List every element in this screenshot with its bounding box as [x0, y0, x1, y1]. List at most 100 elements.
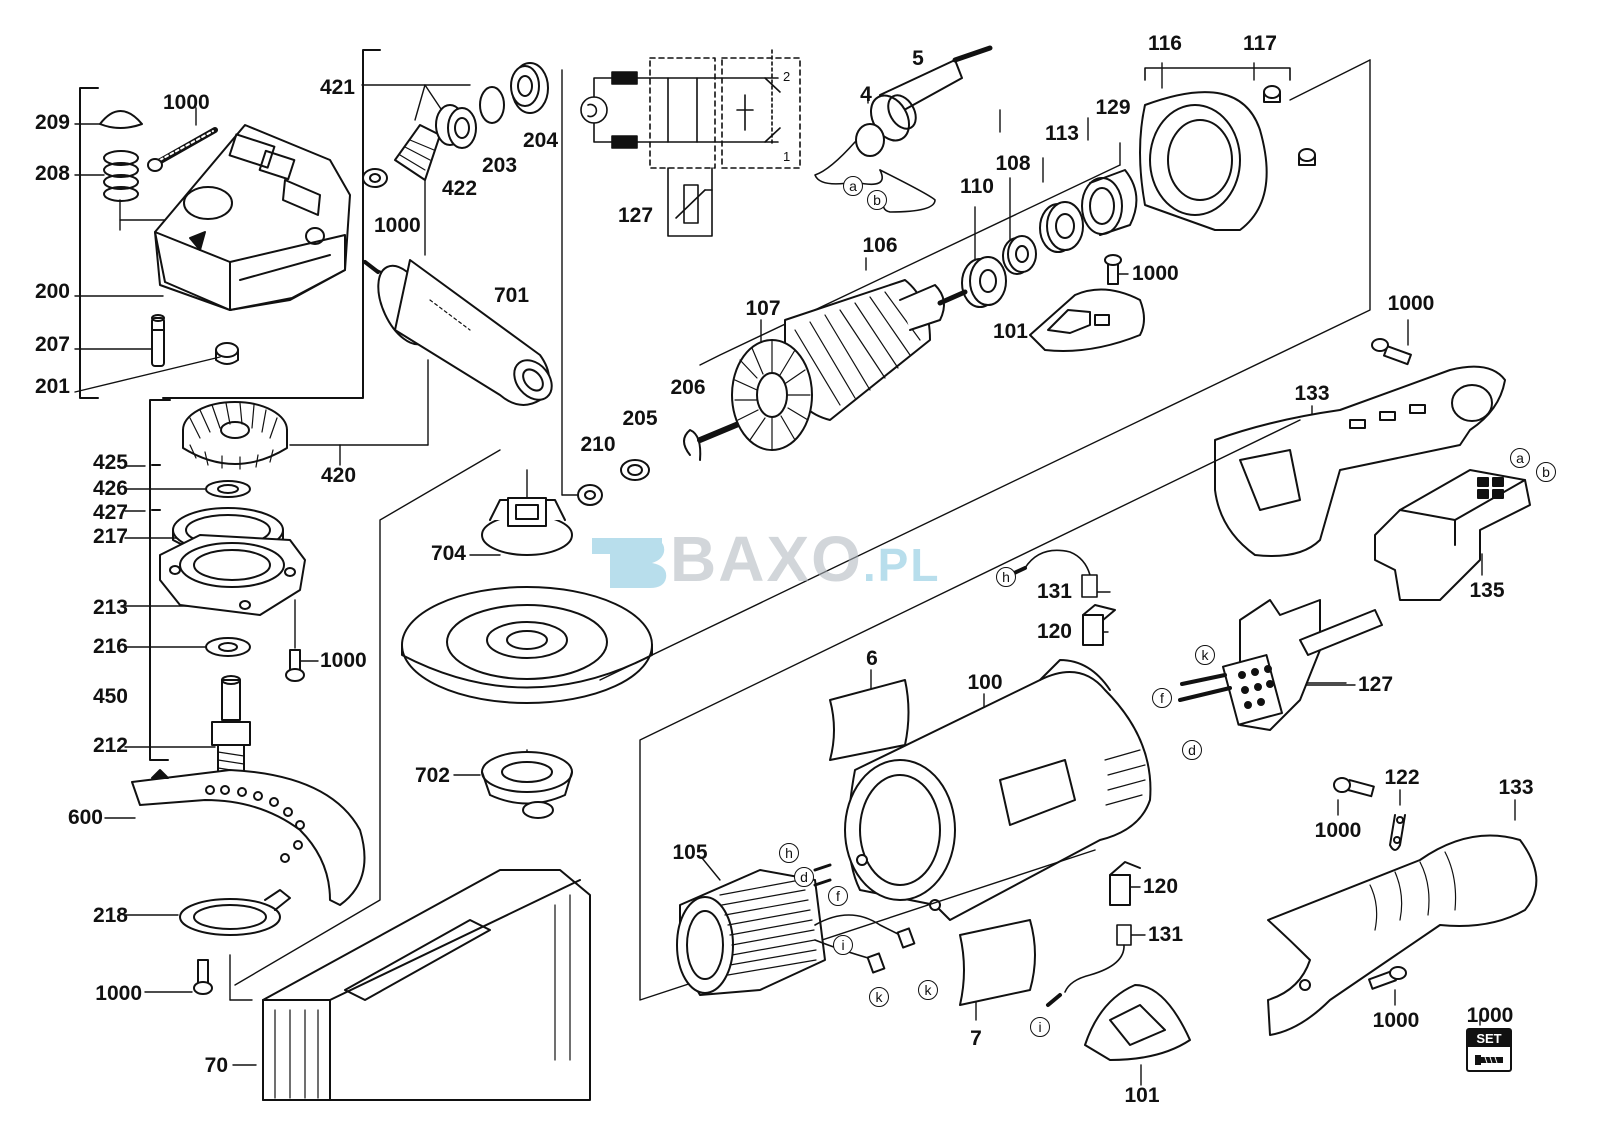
part-label: 213 [92, 596, 128, 619]
part-1000-screw-h [1368, 966, 1407, 990]
part-label: 206 [670, 376, 706, 399]
part-label: 209 [34, 111, 70, 134]
part-label: 200 [34, 280, 70, 303]
screw-set-icon [1475, 1055, 1503, 1065]
part-70-carry-case [262, 869, 591, 1101]
part-label: 212 [92, 734, 128, 757]
part-label: 106 [862, 234, 898, 257]
part-label: 133 [1294, 382, 1330, 405]
stator-bracket [639, 419, 1301, 1001]
part-127-brush-plate [1178, 599, 1383, 731]
wire-marker: a [843, 176, 863, 196]
part-label: 107 [745, 297, 781, 320]
part-label: 427 [92, 501, 128, 524]
part-label: 217 [92, 525, 128, 548]
motor-bracket [599, 59, 1371, 681]
part-label: 1000 [1372, 1009, 1420, 1032]
wire-marker: a [1510, 448, 1530, 468]
part-422-bearing [435, 104, 477, 149]
part-label: 704 [430, 542, 466, 565]
watermark: BAXO.PL [592, 522, 940, 596]
part-107-armature [697, 279, 968, 451]
part-label: 425 [92, 451, 128, 474]
part-1000-screw-f [1371, 338, 1412, 366]
part-420-bevel-gear [182, 401, 288, 470]
baxo-logo-icon [592, 538, 667, 588]
part-label: 1000 [163, 91, 210, 114]
part-5-cable-sleeve [870, 45, 993, 142]
part-label: 131 [1148, 923, 1184, 946]
part-label: 113 [1045, 122, 1079, 145]
part-1000-screw-e [1104, 254, 1122, 285]
part-100-motor-housing [844, 659, 1152, 921]
part-label: 210 [580, 433, 616, 456]
part-207-pin [151, 314, 165, 367]
set-badge-label: SET [1468, 1030, 1510, 1047]
part-label: 1000 [1132, 262, 1179, 285]
part-120-connector-a [1082, 604, 1116, 646]
part-label: 203 [482, 154, 518, 177]
part-110-bearing [961, 256, 1007, 308]
part-label: 133 [1498, 776, 1534, 799]
part-1000-screw-a [147, 127, 218, 172]
part-117-pins [1263, 85, 1316, 166]
part-1000-screw-g [1333, 777, 1375, 798]
part-206-circlip [683, 429, 702, 461]
part-4-cable-clamp [814, 123, 936, 213]
part-label: 131 [1036, 580, 1072, 603]
part-208-springs [103, 150, 139, 202]
part-label: 101 [992, 320, 1028, 343]
part-label: 5 [912, 47, 924, 70]
part-label: 135 [1469, 579, 1505, 602]
part-701-side-handle [363, 259, 553, 406]
wire-marker: h [996, 567, 1016, 587]
wiring-schematic [580, 49, 801, 237]
wire-marker: b [867, 190, 887, 210]
part-6-label [829, 679, 910, 761]
part-135-switch [1374, 469, 1531, 601]
part-label: 127 [1358, 673, 1394, 696]
part-204-bearing [510, 62, 549, 114]
part-218-clamp-ring [179, 889, 291, 936]
part-113-bearing [1039, 201, 1084, 253]
part-label: 6 [866, 647, 878, 670]
part-label: 450 [92, 685, 128, 708]
part-101-cover-a [1029, 288, 1145, 352]
part-label: 207 [34, 333, 70, 356]
part-133-handle-half-b [1267, 834, 1538, 1036]
part-label: 422 [442, 177, 478, 200]
part-210-washer [577, 484, 603, 506]
wire-marker: f [828, 886, 848, 906]
part-label: 420 [321, 464, 357, 487]
part-label: 1000 [374, 214, 421, 237]
part-120-connector-b [1109, 861, 1141, 906]
part-label: 1000 [1387, 292, 1435, 315]
part-label: 129 [1095, 96, 1131, 119]
part-1000-nut-b [362, 168, 388, 188]
part-1000-screw-d [193, 959, 213, 995]
part-200-gear-housing [154, 124, 351, 311]
part-label: 208 [34, 162, 70, 185]
wire-marker: i [833, 935, 853, 955]
part-label: 101 [1124, 1084, 1160, 1107]
part-label: 1000 [320, 649, 367, 672]
part-label: 421 [319, 76, 355, 99]
watermark-brand: BAXO [670, 523, 863, 595]
part-600-guard [131, 769, 366, 906]
part-label: 216 [92, 635, 128, 658]
wire-marker: k [1195, 645, 1215, 665]
part-426-washer [205, 480, 251, 498]
part-label: 127 [618, 204, 654, 227]
part-label: 201 [34, 375, 70, 398]
part-label: 100 [967, 671, 1003, 694]
watermark-suffix: .PL [862, 539, 941, 591]
part-label: 70 [204, 1054, 228, 1077]
part-label: 702 [414, 764, 450, 787]
part-209-cap [99, 110, 143, 129]
part-704-flange [481, 497, 573, 556]
part-label: 426 [92, 477, 128, 500]
part-label: 600 [67, 806, 103, 829]
schematic-terminal: 1 [783, 149, 791, 164]
wire-marker: k [869, 987, 889, 1007]
